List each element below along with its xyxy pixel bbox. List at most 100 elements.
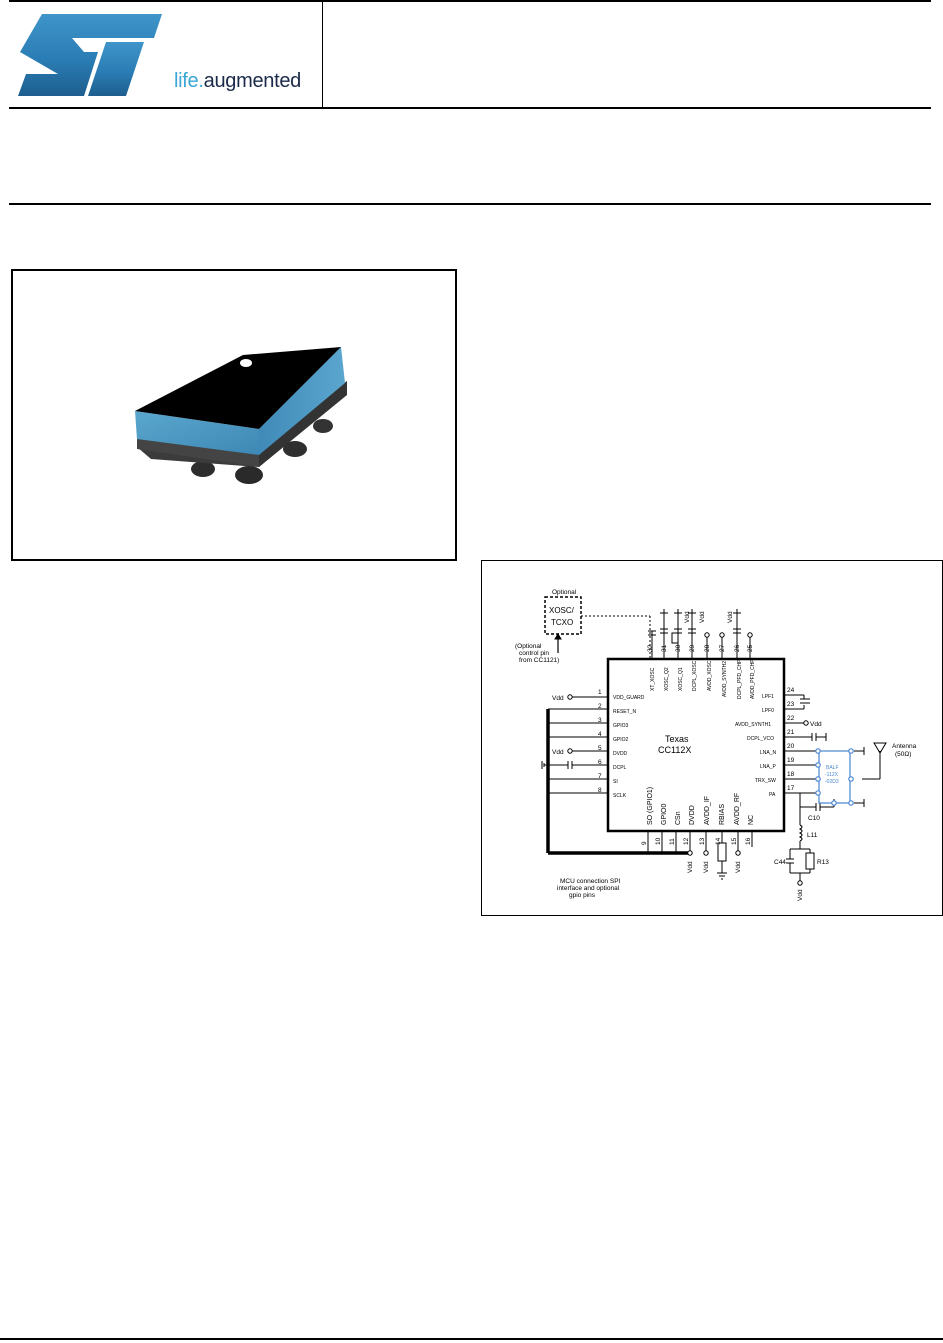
balun-label-3: -02D3 [825, 779, 839, 785]
pin-num: 25 [747, 644, 754, 652]
pin-num: 12 [683, 837, 690, 845]
ic-body [606, 657, 786, 833]
vdd-label: Vdd [684, 611, 691, 623]
ic-name-1: Texas [665, 734, 689, 744]
pin-num: 7 [598, 773, 602, 780]
ic-name-2: CC112X [658, 745, 691, 755]
pin-num: 31 [661, 644, 668, 652]
pin-name: DVDD [613, 751, 628, 757]
pin-num: 32 [647, 644, 654, 652]
package-image-figure [11, 269, 457, 561]
pin-name: RBIAS [719, 804, 726, 825]
control-note-2: control pin [519, 650, 549, 657]
pin-name: DCPL [613, 765, 627, 771]
tagline-augmented: augmented [203, 70, 302, 92]
pin-num: 9 [641, 841, 648, 845]
pin-name: CSn [675, 811, 682, 825]
pin-num: 29 [689, 644, 696, 652]
r13-label: R13 [817, 859, 829, 866]
pin-name: TRX_SW [755, 778, 776, 784]
pin-name: DVDD [689, 805, 696, 825]
pin-name: DCPL_PFD_CHP [737, 659, 743, 699]
pin-name: DCPL_VCO [747, 736, 774, 742]
pin-name: LNA_N [760, 750, 777, 756]
mcu-note-2: interface and optional [557, 885, 620, 892]
pin-name: GPIO0 [661, 803, 668, 825]
pin-num: 19 [787, 757, 795, 764]
pin-name: AVDD_SYNTH1 [735, 722, 771, 728]
vdd-label: Vdd [552, 749, 564, 756]
pin-num: 21 [787, 729, 795, 736]
header-bottom-rule [9, 203, 931, 205]
st-logo-tagline: life.augmented [174, 70, 301, 93]
pin-num: 23 [787, 701, 795, 708]
tagline-life: life. [174, 70, 204, 92]
antenna-label-2: (50Ω) [895, 751, 911, 758]
control-note-1: (Optional [515, 643, 542, 650]
pin-name: LNA_P [760, 764, 777, 770]
optional-label: Optional [552, 589, 577, 596]
pin-name: XOSC_Q2 [664, 667, 670, 691]
st-logo: life.augmented [12, 12, 322, 98]
application-schematic-figure: Optional XOSC/ TCXO (Optional control pi… [481, 560, 943, 916]
pin-num: 2 [598, 703, 602, 710]
header-top-rule [9, 0, 931, 2]
pin-num: 1 [598, 689, 602, 696]
pin-num: 3 [598, 717, 602, 724]
pin-num: 13 [699, 837, 706, 845]
vdd-label: Vdd [735, 861, 742, 873]
st-logo-mark-icon [18, 14, 162, 96]
pin-name: RESET_N [613, 709, 636, 715]
pin-name: XOSC_Q1 [678, 667, 684, 691]
vdd-label: Vdd [687, 861, 694, 873]
vdd-label: Vdd [810, 721, 822, 728]
balun-label-1: BALF [826, 765, 839, 771]
pin-num: 4 [598, 731, 602, 738]
pin-num: 18 [787, 771, 795, 778]
balun-label-2: -112X [825, 772, 839, 778]
c10-label: C10 [808, 815, 820, 822]
pin-name: GPIO3 [613, 723, 629, 729]
c44-label: C44 [774, 859, 786, 866]
pin-name: AVDD_SYNTH2 [722, 661, 728, 697]
pin-num: 30 [675, 644, 682, 652]
pin-num: 28 [704, 644, 711, 652]
pin-name: LPF1 [762, 694, 774, 700]
vdd-label: Vdd [727, 611, 734, 623]
antenna-label-1: Antenna [892, 743, 917, 750]
footer-rule [0, 1338, 943, 1340]
vdd-label: Vdd [552, 695, 564, 702]
pin-num: 5 [598, 745, 602, 752]
mcu-note-3: gpio pins [569, 892, 596, 899]
pin-name: XT_XOSC [650, 667, 656, 691]
vdd-label: Vdd [699, 611, 706, 623]
pin-name: AVDD_PFD_CHP [750, 659, 756, 699]
pin-name: AVDD_XOSC [707, 660, 713, 691]
pin-name: LPF0 [762, 708, 774, 714]
pin-num: 10 [655, 837, 662, 845]
pin-name: SO (GPIO1) [647, 787, 654, 825]
pin-num: 11 [669, 838, 676, 845]
balun-component [815, 748, 854, 806]
control-note-3: from CC1121) [519, 657, 559, 664]
pin-name: SI [613, 779, 618, 785]
vdd-label: Vdd [797, 889, 804, 901]
osc-label-1: XOSC/ [549, 606, 575, 615]
pin-name: VDD_GUARD [613, 695, 645, 701]
chip-package-render [135, 347, 347, 484]
header-middle-rule [9, 107, 931, 109]
vdd-label: Vdd [703, 861, 710, 873]
pin-name: GPIO2 [613, 737, 629, 743]
pin-num: 8 [598, 787, 602, 794]
osc-label-2: TCXO [551, 618, 573, 627]
pin-name: NC [748, 815, 755, 825]
pin-num: 20 [787, 743, 795, 750]
pin-num: 16 [745, 837, 752, 845]
pin-name: AVDD_IF [704, 796, 711, 825]
pin-num: 27 [719, 644, 726, 652]
header-column-divider [322, 0, 323, 108]
cc112x-schematic-diagram: Optional XOSC/ TCXO (Optional control pi… [515, 589, 917, 901]
pin-num: 26 [734, 644, 741, 652]
pin-name: PA [769, 792, 776, 798]
pin-num: 6 [598, 759, 602, 766]
